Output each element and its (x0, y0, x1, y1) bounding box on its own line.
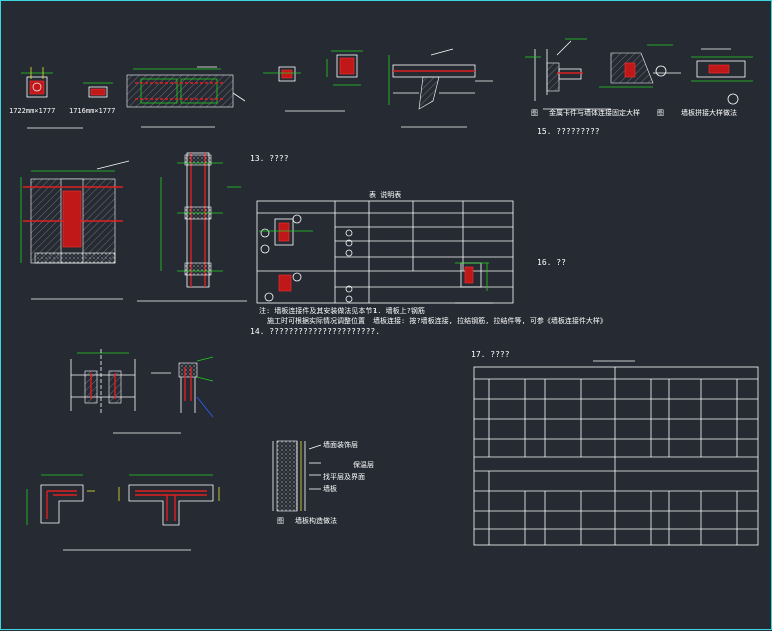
table-note-4: 墙板连接: 按?墙板连接, 拉结钢筋, 拉结件等, 可参《墙板连接件大样》 (373, 316, 607, 325)
small-dim-label-1: 1722mm×1777 (9, 107, 55, 115)
wall-layer-label-3: 找平层及界面 (323, 472, 365, 481)
table-note-1: 注: 墙板连接件及其安装做法见本节? (259, 306, 377, 315)
beam-section-1 (263, 66, 345, 112)
column-plan-detail (20, 160, 130, 300)
t-shape-rebar-detail (63, 474, 220, 551)
beam-section-2 (326, 50, 363, 86)
wall-elevation-detail (126, 66, 246, 128)
wall-buildup-section: 墙面装饰层 保温层 找平层及界面 墙板 图 墙板构造做法 (272, 440, 374, 525)
wall-vertical-section (137, 152, 247, 302)
column-section-1: 1722mm×1777 (9, 67, 55, 115)
l-shape-rebar-detail (26, 474, 95, 525)
table-note-2: 施工时可根据实际情况调整位置 (267, 316, 365, 325)
connection-table: 表 说明表 (256, 190, 514, 304)
small-dim-label-2: 1716mm×1777 (69, 107, 115, 115)
small-tie-detail (455, 262, 493, 304)
wall-panel-joint-detail (599, 44, 681, 88)
table-title: 表 说明表 (369, 190, 401, 199)
wall-layer-label-2: 保温层 (353, 460, 374, 469)
slab-column-detail (388, 48, 493, 128)
section-14-heading: 14. ??????????????????????. (250, 327, 380, 336)
wall-caption: 墙板构造做法 (295, 516, 337, 525)
wall-corner-plan (70, 349, 181, 434)
lintel-section (151, 356, 214, 418)
section-13-heading: 13. ???? (250, 154, 289, 163)
section-17-heading: 17. ???? (471, 350, 510, 359)
panel-splice-detail (691, 48, 753, 105)
section-16-heading: 16. ?? (537, 258, 566, 267)
table-note-3: 1. 墙板上?钢筋 (373, 306, 425, 315)
detail-caption-a: 金属卡件与墙体连接固定大样 (549, 108, 640, 117)
fig-prefix-a: 图 (531, 109, 538, 117)
wall-layer-label-1: 墙面装饰层 (323, 440, 358, 449)
detail-caption-b: 墙板拼接大样做法 (681, 108, 737, 117)
fig-prefix-b: 图 (657, 109, 664, 117)
schedule-table (473, 366, 759, 546)
wall-layer-label-4: 墙板 (323, 484, 337, 493)
metal-connector-detail (525, 38, 611, 110)
section-15-heading: 15. ????????? (537, 127, 600, 136)
column-section-2: 1716mm×1777 (69, 82, 115, 115)
wall-fig-prefix: 图 (277, 517, 284, 525)
